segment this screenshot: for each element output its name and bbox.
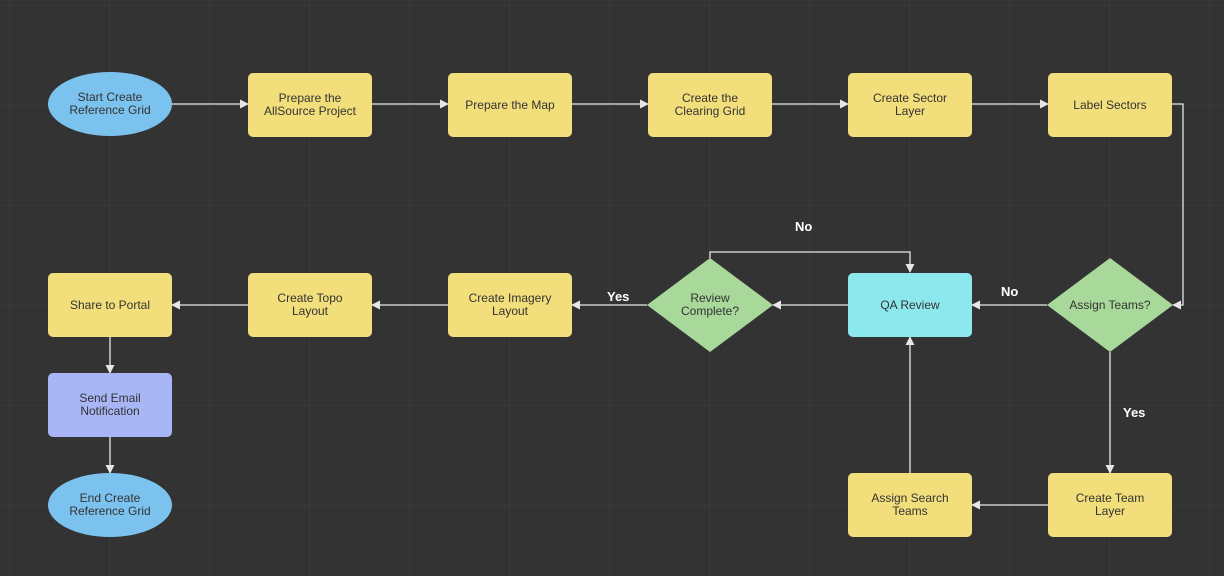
clearing-grid-label: Create the Clearing Grid (674, 91, 746, 118)
end-node-label: End Create Reference Grid (69, 491, 151, 518)
edge-review-complete-to-qa-review (709, 251, 915, 273)
qa-review-label: QA Review (880, 297, 940, 312)
start-node[interactable]: Start Create Reference Grid (48, 72, 172, 136)
assign-teams-decision[interactable]: Assign Teams? (1047, 258, 1173, 352)
clearing-grid-node[interactable]: Create the Clearing Grid (648, 73, 772, 137)
prepare-map-node[interactable]: Prepare the Map (448, 73, 572, 137)
assign-teams-label: Assign Teams? (1069, 297, 1151, 312)
prepare-project-node[interactable]: Prepare the AllSource Project (248, 73, 372, 137)
end-node[interactable]: End Create Reference Grid (48, 473, 172, 537)
label-sectors-label: Label Sectors (1073, 97, 1147, 112)
share-portal-node[interactable]: Share to Portal (48, 273, 172, 337)
sector-layer-node[interactable]: Create Sector Layer (848, 73, 972, 137)
prepare-map-label: Prepare the Map (465, 97, 555, 112)
start-node-label: Start Create Reference Grid (69, 90, 151, 117)
prepare-project-label: Prepare the AllSource Project (263, 91, 357, 118)
topo-layout-label: Create Topo Layout (277, 291, 343, 318)
edge-label-no-review: No (795, 219, 813, 234)
edge-label-yes-assign: Yes (1123, 405, 1146, 420)
review-complete-label: Review Complete? (680, 291, 740, 318)
qa-review-node[interactable]: QA Review (848, 273, 972, 337)
sector-layer-label: Create Sector Layer (872, 91, 948, 118)
edge-label-yes-review: Yes (607, 289, 630, 304)
topo-layout-node[interactable]: Create Topo Layout (248, 273, 372, 337)
imagery-layout-label: Create Imagery Layout (468, 291, 552, 318)
imagery-layout-node[interactable]: Create Imagery Layout (448, 273, 572, 337)
assign-search-node[interactable]: Assign Search Teams (848, 473, 972, 537)
assign-search-label: Assign Search Teams (871, 491, 949, 518)
edge-label-no-assign: No (1001, 284, 1019, 299)
send-email-node[interactable]: Send Email Notification (48, 373, 172, 437)
team-layer-node[interactable]: Create Team Layer (1048, 473, 1172, 537)
label-sectors-node[interactable]: Label Sectors (1048, 73, 1172, 137)
send-email-label: Send Email Notification (79, 391, 141, 418)
team-layer-label: Create Team Layer (1075, 491, 1145, 518)
review-complete-decision[interactable]: Review Complete? (647, 258, 773, 352)
share-portal-label: Share to Portal (69, 297, 151, 312)
edge-label-sectors-to-assign-teams (1172, 103, 1184, 310)
